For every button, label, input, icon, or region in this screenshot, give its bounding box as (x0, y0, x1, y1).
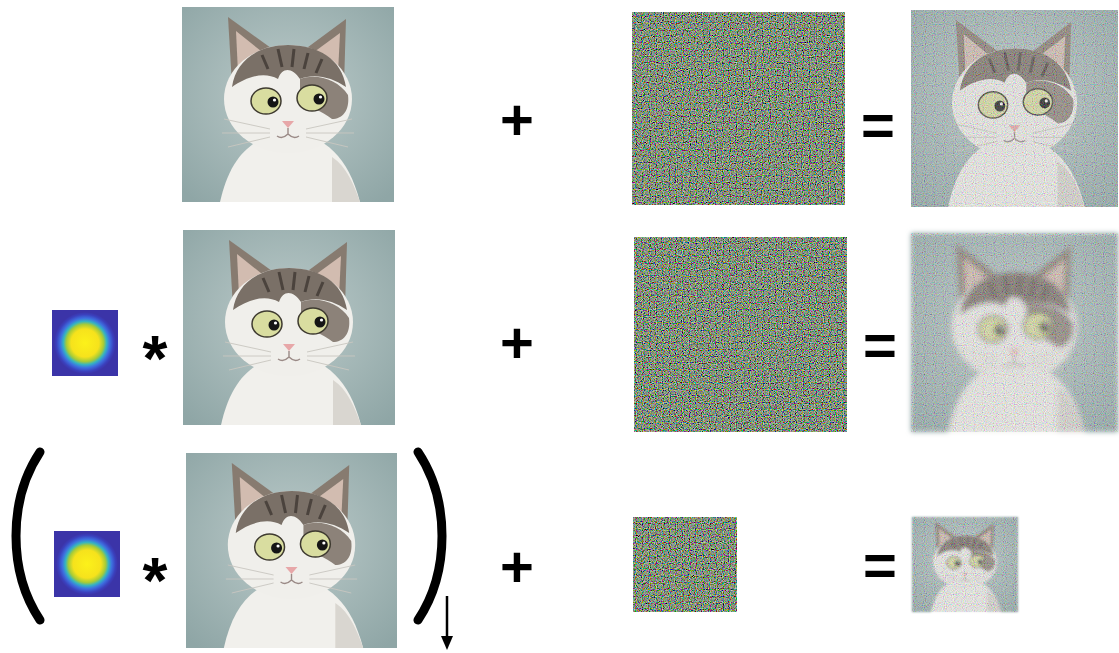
operator-symbol: * (143, 549, 168, 613)
cat-image (183, 230, 395, 425)
operator-symbol: = (861, 96, 895, 154)
operator-symbol: = (863, 316, 897, 374)
operator-symbol-holder: * (143, 327, 168, 391)
cat-image (182, 7, 394, 202)
operator-symbol: * (143, 327, 168, 391)
gaussian-kernel (52, 310, 118, 376)
operator-symbol-holder: = (861, 96, 895, 154)
operator-symbol: + (500, 314, 534, 372)
open-bracket (16, 452, 40, 620)
gaussian-kernel (54, 531, 120, 597)
cat-image (186, 453, 397, 648)
noisy-cat-image (911, 10, 1118, 207)
blurred-noisy-cat-image (911, 233, 1118, 432)
close-bracket (418, 452, 442, 620)
operator-symbol: = (863, 536, 897, 594)
noise-image (633, 517, 737, 612)
operator-symbol-holder: = (863, 536, 897, 594)
small-blurred-noisy-cat-image (912, 517, 1018, 612)
operator-symbol-holder: + (500, 91, 534, 149)
operator-symbol: + (500, 91, 534, 149)
downsample-arrow (441, 596, 453, 650)
noise-image (634, 237, 847, 432)
operator-symbol-holder: * (143, 549, 168, 613)
operator-symbol-holder: + (500, 314, 534, 372)
operator-symbol: + (500, 538, 534, 596)
operator-symbol-holder: = (863, 316, 897, 374)
noise-image (632, 12, 845, 205)
operator-symbol-holder: + (500, 538, 534, 596)
